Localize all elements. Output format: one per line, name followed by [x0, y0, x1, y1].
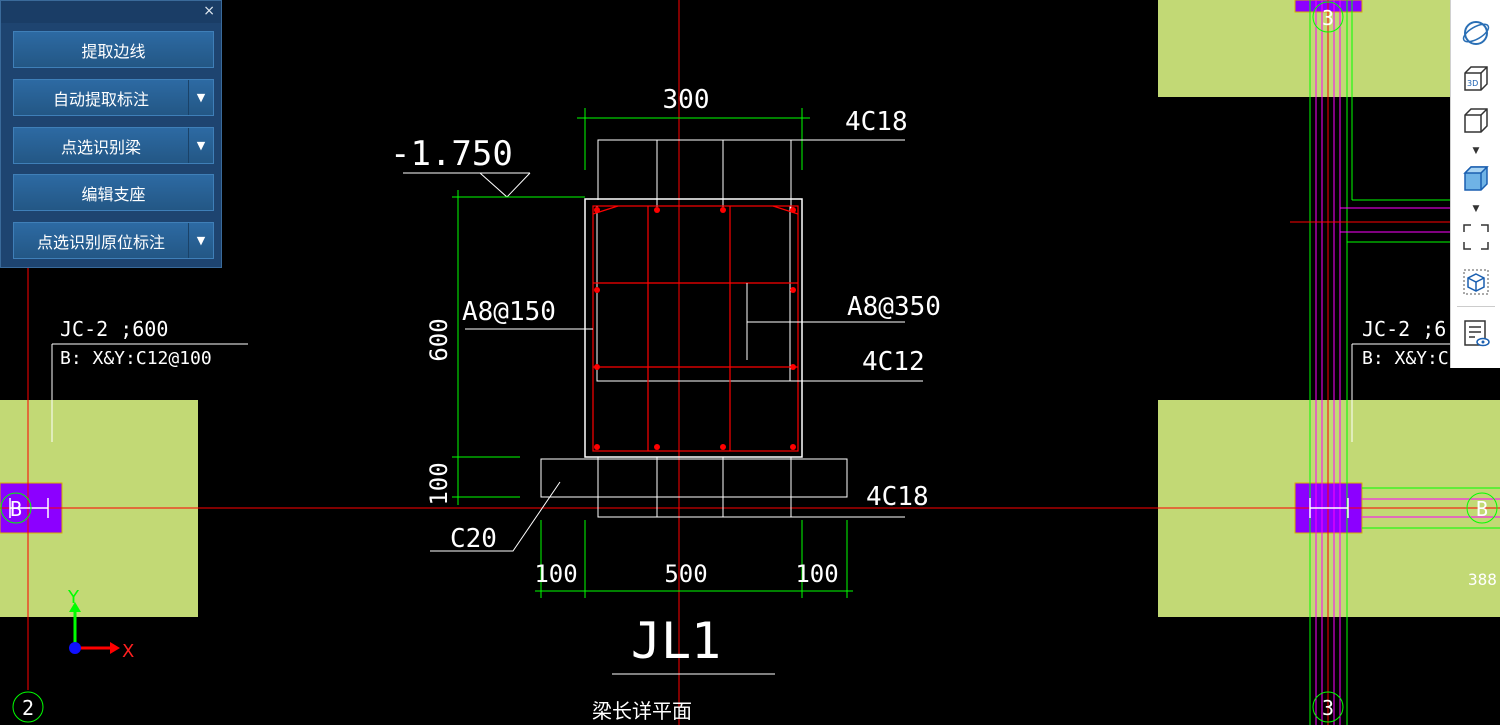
axis-bubble-3-top[interactable]: 3 [1312, 1, 1344, 33]
axis-label-3-top: 3 [1322, 6, 1334, 30]
chevron-down-icon[interactable]: ▼ [1472, 146, 1480, 156]
axis-bubble-2[interactable]: 2 [12, 691, 44, 723]
stirrup-right-label: A8@350 [847, 292, 941, 322]
rebar-bottom-label: 4C18 [866, 482, 929, 512]
close-icon[interactable]: × [203, 3, 215, 19]
axis-label-3-bottom: 3 [1322, 696, 1334, 720]
right-edge-number: 388 [1468, 570, 1497, 589]
recognition-panel: × 提取边线 自动提取标注 ▼ 点选识别梁 ▼ 编辑支座 点选识别原位标注 ▼ [0, 0, 222, 268]
axis-bubble-b-right[interactable]: B [1466, 492, 1498, 524]
pick-identify-inplace-annotation-label: 点选识别原位标注 [36, 232, 165, 252]
properties-eye-icon[interactable] [1459, 316, 1493, 350]
panel-titlebar[interactable]: × [1, 1, 221, 23]
edit-support-button[interactable]: 编辑支座 [13, 174, 214, 211]
dim-label-bottom-left: 100 [534, 560, 577, 588]
jc-annotation-left: JC-2 ;600 B: X&Y:C12@100 [51, 317, 248, 442]
beam-inner-outline [596, 205, 791, 382]
auto-extract-annotation-button[interactable]: 自动提取标注 ▼ [13, 79, 214, 116]
axis-bubble-b-left[interactable]: B [0, 492, 32, 524]
fit-frame-icon[interactable] [1459, 220, 1493, 254]
svg-text:Y: Y [67, 587, 80, 608]
dim-label-600: 600 [425, 318, 453, 361]
svg-text:3D: 3D [1467, 79, 1478, 88]
dim-label-bottom-mid: 500 [664, 560, 707, 588]
svg-text:-1.750: -1.750 [390, 134, 513, 174]
beam-name-label: JL1 [631, 612, 721, 670]
column-markers [9, 498, 1349, 518]
stirrups [592, 205, 799, 452]
bottom-rebar-leader [430, 457, 905, 552]
chevron-down-icon[interactable]: ▼ [1472, 204, 1480, 214]
stirrup-left-label: A8@150 [462, 297, 556, 327]
section-caption: 梁长详平面 [592, 699, 692, 723]
view-toolbar: 3D ▼ ▼ [1450, 0, 1500, 368]
isometric-cube-icon[interactable] [1459, 265, 1493, 299]
dimension-bottom-chain [535, 520, 853, 598]
axis-label-2: 2 [22, 696, 34, 720]
dimension-top-300 [577, 108, 810, 170]
dim-label-top: 300 [663, 85, 710, 115]
pick-identify-beam-label: 点选识别梁 [60, 137, 141, 157]
chevron-down-icon[interactable]: ▼ [188, 223, 213, 258]
cushion-layer [540, 458, 848, 498]
jc-annotation-right: JC-2 ;6( B: X&Y:C12 [1351, 317, 1470, 442]
toolbar-separator [1457, 306, 1495, 307]
extract-edge-button[interactable]: 提取边线 [13, 31, 214, 68]
solid-box-icon[interactable] [1459, 162, 1493, 196]
svg-text:X: X [122, 641, 134, 662]
extract-edge-label: 提取边线 [81, 41, 146, 61]
svg-text:JC-2 ;600: JC-2 ;600 [60, 317, 168, 341]
chevron-down-icon[interactable]: ▼ [188, 80, 213, 115]
stirrup-leaders [465, 283, 923, 382]
dim-label-100-vertical: 100 [425, 462, 453, 505]
chevron-down-icon[interactable]: ▼ [188, 128, 213, 163]
rebar-side-label: 4C12 [862, 347, 925, 377]
axis-label-b-left: B [10, 497, 22, 521]
ucs-icon: X Y [67, 587, 134, 662]
dimension-left-vertical [452, 190, 520, 505]
view-3d-icon[interactable]: 3D [1459, 62, 1493, 96]
svg-text:JC-2 ;6(: JC-2 ;6( [1362, 317, 1458, 341]
svg-text:B: X&Y:C12: B: X&Y:C12 [1362, 348, 1470, 369]
dim-label-bottom-right: 100 [795, 560, 838, 588]
footing-right-top [1158, 0, 1450, 97]
pick-identify-beam-button[interactable]: 点选识别梁 ▼ [13, 127, 214, 164]
concrete-grade-label: C20 [450, 524, 497, 554]
elevation-marker: -1.750 [390, 134, 585, 198]
box-view-icon[interactable] [1459, 104, 1493, 138]
edit-support-label: 编辑支座 [81, 184, 146, 204]
beam-outline [584, 198, 803, 458]
rebar-dots [594, 207, 796, 450]
rebar-top-label: 4C18 [845, 107, 908, 137]
orbit-icon[interactable] [1459, 16, 1493, 50]
pick-identify-inplace-annotation-button[interactable]: 点选识别原位标注 ▼ [13, 222, 214, 259]
right-beam-lines [1290, 0, 1500, 725]
svg-text:B: X&Y:C12@100: B: X&Y:C12@100 [60, 348, 212, 369]
axis-bubble-3-bottom[interactable]: 3 [1312, 691, 1344, 723]
auto-extract-annotation-label: 自动提取标注 [52, 89, 149, 109]
axis-label-b-right: B [1476, 497, 1488, 521]
